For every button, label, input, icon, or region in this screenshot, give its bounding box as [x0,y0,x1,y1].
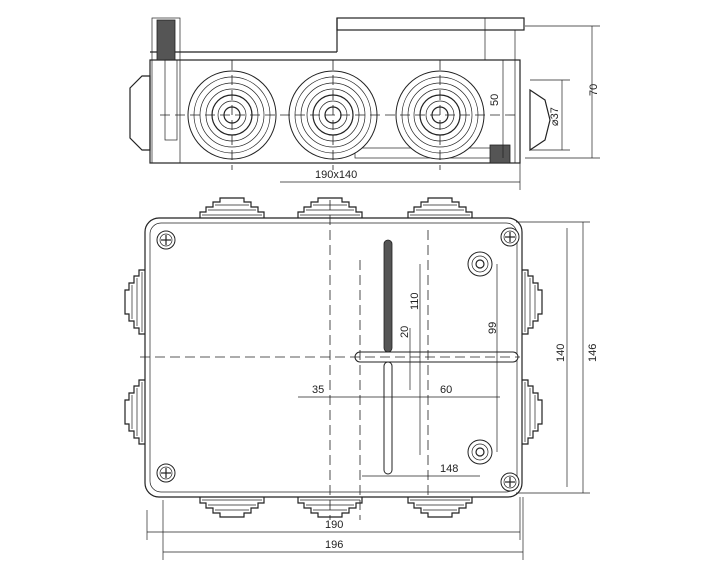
dim-60: 60 [440,384,452,396]
screw-icon [500,472,520,492]
screw-icon [156,230,176,250]
dim-99: 99 [487,322,499,334]
gland-stub [407,496,473,518]
dim-110: 110 [409,292,421,310]
gland-stub [521,379,543,445]
mounting-post [467,439,493,465]
dim-20: 20 [399,326,411,338]
screw-icon [500,227,520,247]
gland-stub [407,197,473,219]
gland-stub [521,269,543,335]
dim-148: 148 [440,463,458,475]
dim-190: 190 [325,519,343,531]
dim-190x140: 190x140 [315,169,357,181]
dim-35: 35 [312,384,324,396]
gland-stub [199,496,265,518]
dim-70: 70 [588,84,600,96]
gland-stub [124,269,146,335]
dim-diameter-37: ⌀37 [549,107,561,126]
gland-stub [124,379,146,445]
mounting-post [467,251,493,277]
gland-stub [199,197,265,219]
dim-140: 140 [555,344,567,362]
dim-146: 146 [587,344,599,362]
plan-view: 146 140 99 110 20 35 60 148 190 196 [124,197,599,560]
dim-196: 196 [325,539,343,551]
dim-50: 50 [489,94,501,106]
side-view: 70 50 ⌀37 190x140 [129,17,600,190]
screw-icon [156,463,176,483]
